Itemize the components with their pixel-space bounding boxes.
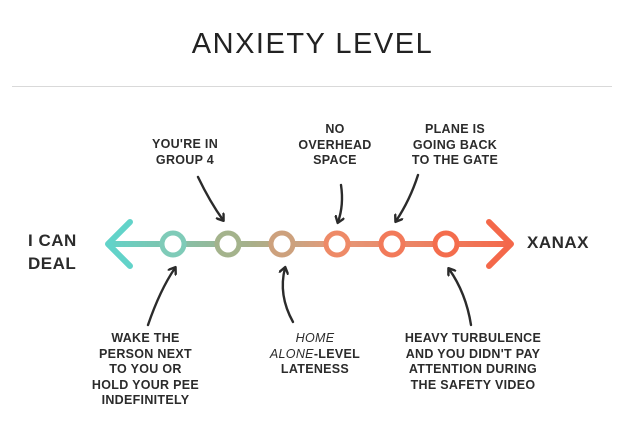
level-marker-5 bbox=[378, 230, 406, 258]
label-line: PLANE IS bbox=[424, 122, 486, 136]
label-group4: YOU'RE IN GROUP 4 bbox=[140, 137, 230, 168]
label-line: GOING BACK bbox=[412, 137, 498, 152]
level-marker-1 bbox=[159, 230, 187, 258]
scale-low-end-label: I CAN DEAL bbox=[28, 229, 77, 275]
diagram-title: ANXIETY LEVEL bbox=[191, 28, 434, 60]
label-line: PERSON NEXT bbox=[99, 346, 192, 361]
label-line: TO YOU OR bbox=[109, 362, 182, 376]
label-line: THE SAFETY VIDEO bbox=[410, 377, 536, 392]
pointer-arrow-turbulence bbox=[449, 269, 473, 327]
label-line: HEAVY TURBULENCE bbox=[404, 331, 542, 345]
label-italic-part: ALONE bbox=[269, 346, 314, 361]
level-marker-6 bbox=[432, 230, 460, 258]
label-plane-back-to-gate: PLANE IS GOING BACK TO THE GATE bbox=[400, 122, 510, 169]
label-line: HOME bbox=[295, 331, 335, 345]
label-heavy-turbulence: HEAVY TURBULENCE AND YOU DIDN'T PAY ATTE… bbox=[388, 331, 558, 393]
label-line: YOU'RE IN bbox=[151, 137, 219, 151]
label-line: SPACE bbox=[313, 153, 357, 167]
title-divider bbox=[12, 86, 612, 87]
label-line: AND YOU DIDN'T PAY bbox=[405, 346, 541, 361]
pointer-arrow-wake bbox=[146, 268, 175, 327]
label-line: TO THE GATE bbox=[411, 153, 499, 167]
label-line: NO bbox=[325, 122, 345, 136]
label-line: HOLD YOUR PEE bbox=[91, 377, 200, 392]
level-marker-4 bbox=[323, 230, 351, 258]
label-suffix-part: -LEVEL bbox=[313, 346, 361, 361]
label-overhead-space: NO OVERHEAD SPACE bbox=[290, 122, 380, 169]
label-line: WAKE THE bbox=[111, 331, 180, 345]
label-home-alone-lateness: HOME ALONE-LEVEL LATENESS bbox=[255, 331, 375, 378]
label-line: GROUP 4 bbox=[155, 152, 215, 167]
label-line: INDEFINITELY bbox=[101, 393, 190, 407]
scale-left-arrowhead bbox=[105, 219, 133, 269]
label-line: ATTENTION DURING bbox=[408, 362, 538, 376]
scale-right-arrowhead bbox=[486, 219, 514, 269]
scale-low-end-line-2: DEAL bbox=[28, 254, 77, 273]
scale-low-end-line-1: I CAN bbox=[28, 231, 77, 250]
label-line: LATENESS bbox=[280, 362, 350, 376]
pointer-arrow-gate bbox=[396, 173, 420, 221]
pointer-arrow-lateness bbox=[283, 268, 295, 324]
scale-high-end-label: XANAX bbox=[527, 233, 590, 252]
label-wake-person: WAKE THE PERSON NEXT TO YOU OR HOLD YOUR… bbox=[88, 331, 203, 409]
pointer-arrow-overhead bbox=[338, 183, 342, 222]
label-line: OVERHEAD bbox=[298, 137, 372, 152]
level-marker-2 bbox=[214, 230, 242, 258]
level-marker-3 bbox=[268, 230, 296, 258]
label-line: ALONE-LEVEL bbox=[255, 347, 375, 363]
pointer-arrow-group4 bbox=[196, 175, 223, 220]
